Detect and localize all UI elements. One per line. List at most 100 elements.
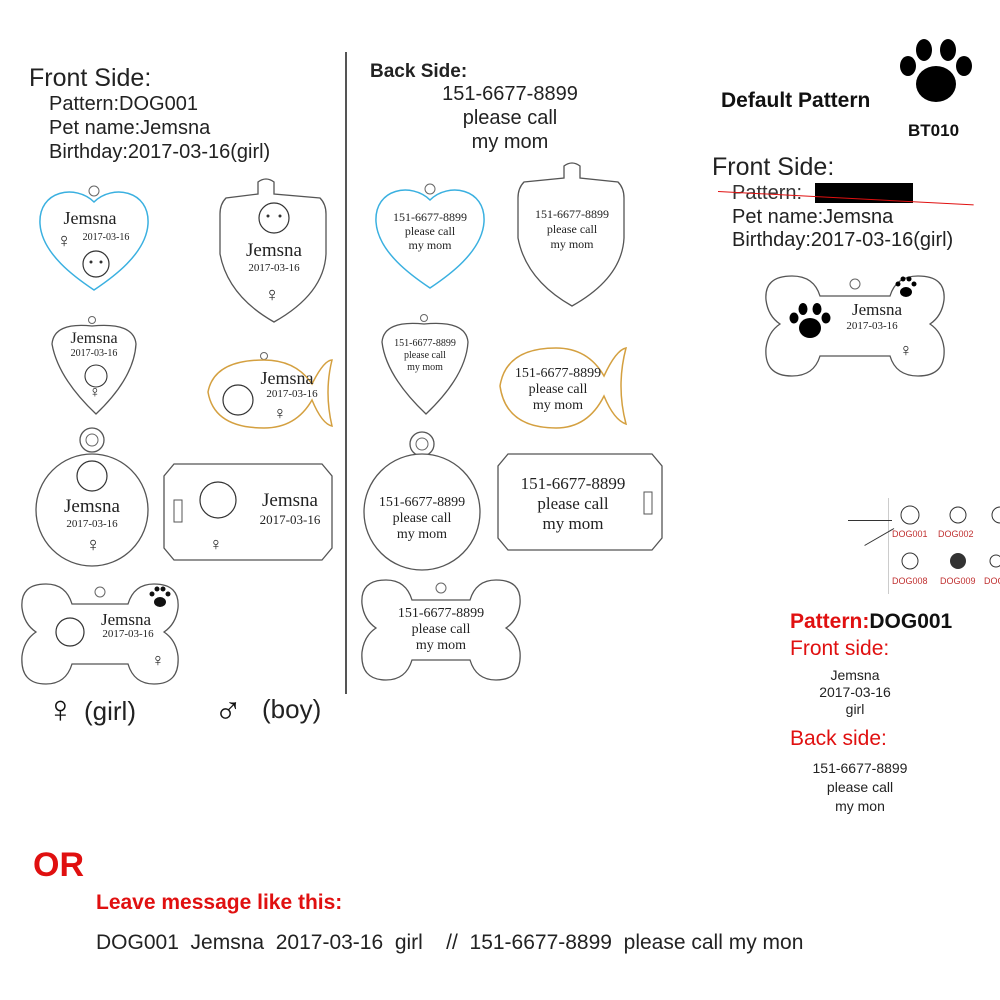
summary-pattern: Pattern:DOG001: [790, 610, 952, 634]
bone-tag-back: [361, 579, 521, 681]
round-tag-name: Jemsna: [64, 496, 120, 517]
shield-back-line2: please call: [546, 222, 598, 236]
default-bone-tag: [765, 275, 945, 377]
summary-pattern-value: DOG001: [869, 610, 953, 633]
round-tag-date: 2017-03-16: [66, 518, 118, 530]
default-tag-date: 2017-03-16: [846, 320, 898, 332]
dog-face-icon: [84, 364, 108, 388]
round-female-icon: ♀: [85, 534, 101, 556]
pick-tag-front: [51, 316, 137, 415]
paw-icon: [900, 39, 972, 102]
small-paw-icon: [895, 276, 917, 297]
thumb-label-dog009: DOG009: [940, 576, 976, 586]
or-label: OR: [33, 846, 84, 884]
pick-tag-name: Jemsna: [70, 330, 118, 347]
female-symbol-icon: ♀: [46, 689, 75, 731]
shield-tag-date: 2017-03-16: [248, 262, 300, 274]
summary-front-label: Front side:: [790, 637, 890, 660]
heart-back-line3: my mom: [408, 238, 452, 252]
bone-tag-name: Jemsna: [100, 610, 152, 629]
default-pet-name: Pet name:Jemsna: [732, 206, 894, 228]
boy-label: (boy): [262, 694, 322, 724]
heart-back-phone: 151-6677-8899: [393, 210, 467, 224]
fish-back-line2: please call: [528, 382, 588, 397]
default-pattern-title: Default Pattern: [721, 89, 871, 112]
front-birthday-label: Birthday:2017-03-16(girl): [49, 141, 271, 163]
dog001-thumb-icon: [900, 505, 920, 525]
dog009-thumb-icon: [950, 553, 966, 569]
shield-tag-back: [517, 162, 625, 307]
bone-tag-date: 2017-03-16: [102, 628, 154, 640]
pick-female-icon: ♀: [89, 384, 101, 401]
thumb-label-dog008: DOG008: [892, 576, 928, 586]
shield-female-icon: ♀: [264, 284, 280, 306]
leave-message-label: Leave message like this:: [96, 891, 343, 914]
front-pattern-label: Pattern:DOG001: [49, 93, 198, 115]
rect-back-line3: my mom: [542, 514, 604, 533]
pattern-thumbnails: [888, 498, 1000, 594]
thumb-label-dog001: DOG001: [892, 529, 928, 539]
summary-front-line3: girl: [845, 701, 865, 717]
fish-tag-back: [499, 347, 628, 429]
summary-back-line3: my mon: [835, 798, 885, 814]
pick-back-phone: 151-6677-8899: [394, 338, 456, 349]
default-tag-name: Jemsna: [851, 300, 903, 319]
bone-female-icon: ♀: [151, 650, 165, 670]
shield-tag-front: [219, 178, 327, 323]
shield-tag-name: Jemsna: [246, 240, 302, 261]
back-side-line3: my mom: [471, 131, 549, 153]
dog-face-icon: [82, 250, 110, 278]
thumb-label-dog: DOG: [984, 576, 1000, 586]
rect-female-icon: ♀: [209, 534, 223, 554]
bone-tag-front: [21, 583, 179, 685]
summary-front-line1: Jemsna: [830, 667, 880, 683]
default-front-heading: Front Side:: [712, 153, 835, 181]
bone-back-line2: please call: [411, 622, 471, 637]
round-back-phone: 151-6677-8899: [378, 495, 466, 510]
default-female-icon: ♀: [899, 340, 913, 360]
dog-face-icon: [55, 617, 85, 647]
back-side-phone: 151-6677-8899: [442, 83, 578, 105]
front-pet-name-label: Pet name:Jemsna: [49, 117, 211, 139]
pick-back-line2: please call: [404, 350, 446, 361]
rect-back-line2: please call: [537, 494, 609, 513]
back-side-heading: Back Side:: [370, 61, 468, 82]
rect-tag-date: 2017-03-16: [259, 512, 321, 527]
default-pattern-code: BT010: [908, 121, 960, 140]
round-back-line2: please call: [392, 511, 452, 526]
bone-back-phone: 151-6677-8899: [397, 606, 485, 621]
rect-tag-name: Jemsna: [262, 490, 318, 511]
rect-tag-back: [497, 453, 663, 551]
column-divider: [345, 52, 347, 694]
pointer-line: [848, 520, 892, 521]
paw-icon: [789, 303, 831, 338]
dog-face-icon: [76, 460, 108, 492]
heart-female-icon: ♀: [56, 230, 72, 252]
front-side-heading: Front Side:: [29, 64, 152, 92]
pick-tag-date: 2017-03-16: [70, 348, 118, 359]
thumb-label-dog002: DOG002: [938, 529, 974, 539]
summary-front-line2: 2017-03-16: [819, 684, 891, 700]
pick-back-line3: my mom: [407, 362, 443, 373]
example-message: DOG001 Jemsna 2017-03-16 girl // 151-667…: [96, 931, 804, 954]
dog-face-icon: [222, 384, 254, 416]
heart-back-line2: please call: [404, 224, 456, 238]
fish-tag-date: 2017-03-16: [266, 388, 318, 400]
round-tag-front: [35, 427, 149, 567]
summary-back-label: Back side:: [790, 727, 887, 750]
heart-tag-front: [39, 185, 149, 291]
male-symbol-icon: ♂: [214, 689, 243, 731]
fish-back-line3: my mom: [532, 398, 584, 413]
paw-icon: [149, 586, 171, 607]
fish-tag-name: Jemsna: [260, 368, 314, 388]
summary-pattern-label: Pattern:: [790, 610, 870, 633]
fish-tag-front: [207, 352, 333, 429]
pick-tag-back: [381, 314, 469, 415]
default-birthday: Birthday:2017-03-16(girl): [732, 229, 954, 251]
shield-back-line3: my mom: [550, 237, 594, 251]
fish-back-phone: 151-6677-8899: [514, 366, 602, 381]
fish-female-icon: ♀: [273, 403, 287, 423]
dog-thumb-icon: [991, 506, 1000, 524]
shield-back-phone: 151-6677-8899: [535, 207, 609, 221]
round-back-line3: my mom: [396, 527, 448, 542]
